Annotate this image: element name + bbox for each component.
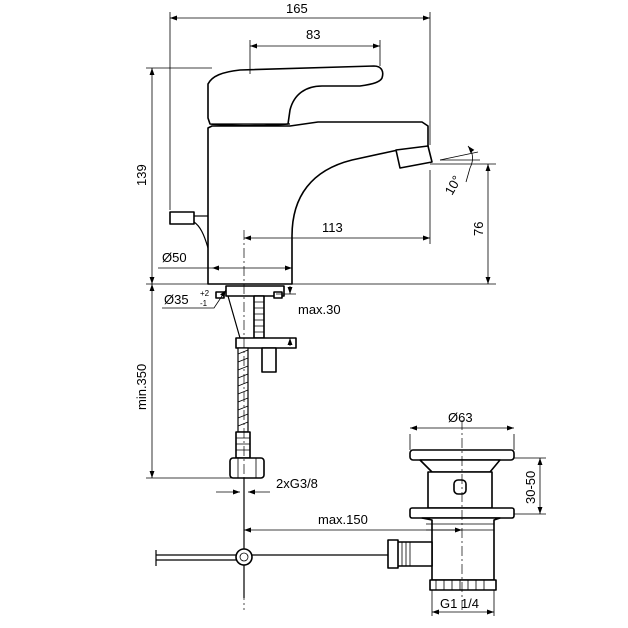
dim-waste-thread: G1 1/4	[431, 590, 495, 616]
label-waste-diameter: Ø63	[448, 410, 473, 425]
dim-pull-rod: max.150	[244, 512, 462, 533]
label-lever-length: 83	[306, 27, 320, 42]
dim-total-width: 165	[169, 1, 431, 210]
dim-height: 139	[134, 67, 212, 284]
dim-deck-thickness: max.30	[276, 286, 341, 346]
popup-rod-knob	[169, 211, 195, 225]
dim-waste-height: 30-50	[514, 457, 546, 515]
label-spout-height: 76	[471, 222, 486, 236]
label-hole-tol-minus: -1	[200, 299, 208, 308]
label-total-width: 165	[286, 1, 308, 16]
label-hole-diameter: Ø35	[164, 292, 189, 307]
label-base-diameter: Ø50	[162, 250, 187, 265]
dim-hose-length: min.350	[134, 284, 232, 479]
label-connection: 2xG3/8	[276, 476, 318, 491]
dim-spout-angle: 10°	[439, 145, 480, 198]
dim-spout-height: 76	[430, 163, 496, 284]
label-spout-angle: 10°	[442, 173, 465, 198]
label-waste-height: 30-50	[523, 471, 538, 504]
label-pull-rod: max.150	[318, 512, 368, 527]
label-hose-length: min.350	[134, 364, 149, 410]
label-spout-reach: 113	[322, 220, 343, 235]
dim-connection: 2xG3/8	[216, 476, 318, 495]
dim-waste-diameter: Ø63	[409, 410, 515, 450]
label-hole-tol-plus: +2	[200, 289, 210, 298]
label-waste-thread: G1 1/4	[440, 596, 479, 611]
popup-linkage	[155, 496, 400, 598]
dim-spout-reach: 113	[244, 170, 431, 244]
label-deck-thickness: max.30	[298, 302, 341, 317]
dim-base-diameter: Ø50	[158, 250, 292, 271]
dim-hole-diameter: Ø35 +2 -1	[162, 289, 227, 309]
faucet-body	[169, 65, 433, 285]
label-height: 139	[134, 164, 149, 186]
dim-lever-length: 83	[249, 27, 381, 74]
waste-valve	[387, 420, 515, 610]
mounting-assembly	[215, 230, 297, 610]
